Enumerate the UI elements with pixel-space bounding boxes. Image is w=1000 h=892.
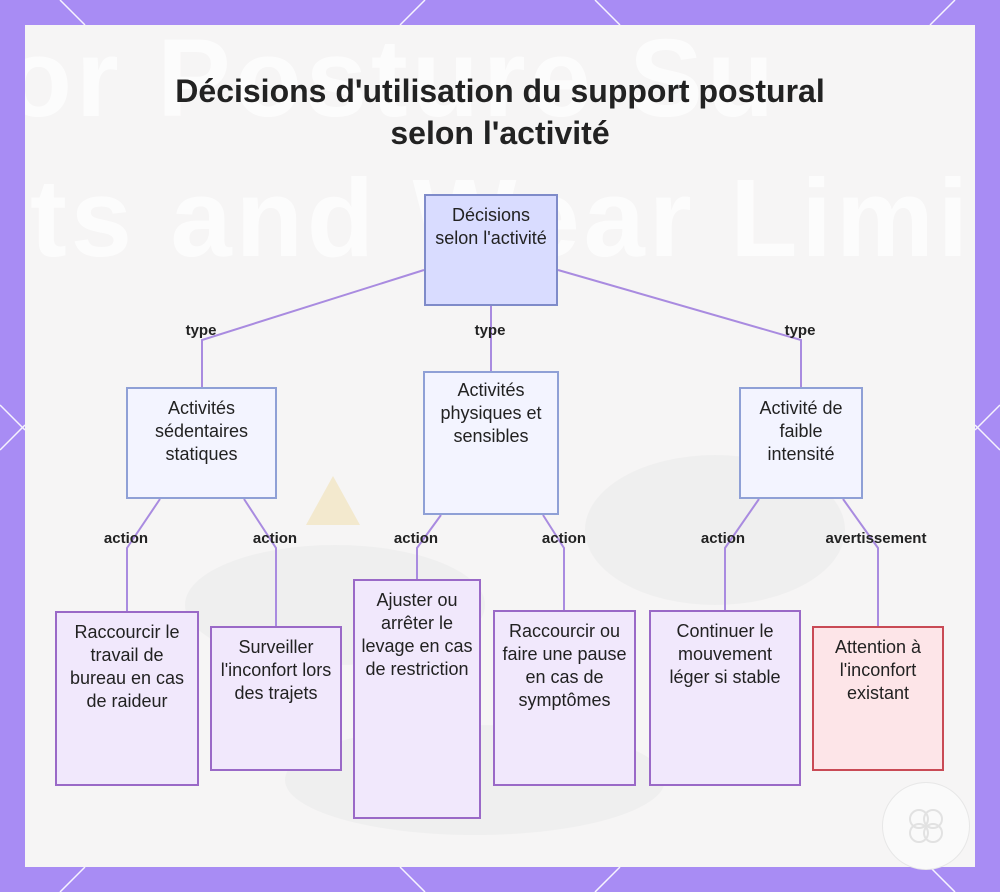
node-root-label: Décisions selon l'activité (432, 204, 550, 250)
connector-low-leaf6 (843, 499, 878, 626)
node-leaf-pause-label: Raccourcir ou faire une pause en cas de … (501, 620, 628, 712)
node-physical: Activités physiques et sensibles (423, 371, 559, 515)
node-root: Décisions selon l'activité (424, 194, 558, 306)
connector-root-sedentary (202, 270, 424, 387)
node-low-intensity-label: Activité de faible intensité (747, 397, 855, 466)
connector-sedentary-leaf1 (127, 499, 160, 611)
node-low-intensity: Activité de faible intensité (739, 387, 863, 499)
node-leaf-lifting-label: Ajuster ou arrêter le levage en cas de r… (361, 589, 473, 681)
connector-root-low (558, 270, 801, 387)
edge-label-type: type (186, 322, 217, 340)
edge-label-warning: avertissement (826, 530, 927, 548)
node-leaf-pause: Raccourcir ou faire une pause en cas de … (493, 610, 636, 786)
node-physical-label: Activités physiques et sensibles (431, 379, 551, 448)
connector-sedentary-leaf2 (244, 499, 276, 626)
node-leaf-trips-label: Surveiller l'inconfort lors des trajets (218, 636, 334, 705)
edge-label-action: action (253, 530, 297, 548)
edge-label-type: type (475, 322, 506, 340)
edge-label-action: action (701, 530, 745, 548)
node-leaf-trips: Surveiller l'inconfort lors des trajets (210, 626, 342, 771)
brand-logo (882, 782, 970, 870)
node-sedentary-label: Activités sédentaires statiques (134, 397, 269, 466)
node-leaf-movement: Continuer le mouvement léger si stable (649, 610, 801, 786)
node-leaf-lifting: Ajuster ou arrêter le levage en cas de r… (353, 579, 481, 819)
node-leaf-movement-label: Continuer le mouvement léger si stable (657, 620, 793, 689)
edge-label-action: action (542, 530, 586, 548)
node-leaf-warning-label: Attention à l'inconfort existant (820, 636, 936, 705)
node-leaf-desk-work: Raccourcir le travail de bureau en cas d… (55, 611, 199, 786)
edge-label-type: type (785, 322, 816, 340)
edge-label-action: action (104, 530, 148, 548)
node-leaf-warning: Attention à l'inconfort existant (812, 626, 944, 771)
node-sedentary: Activités sédentaires statiques (126, 387, 277, 499)
diagram-title: Décisions d'utilisation du support postu… (150, 70, 850, 154)
connector-low-leaf5 (725, 499, 759, 610)
node-leaf-desk-work-label: Raccourcir le travail de bureau en cas d… (63, 621, 191, 713)
edge-label-action: action (394, 530, 438, 548)
logo-icon (883, 783, 969, 869)
